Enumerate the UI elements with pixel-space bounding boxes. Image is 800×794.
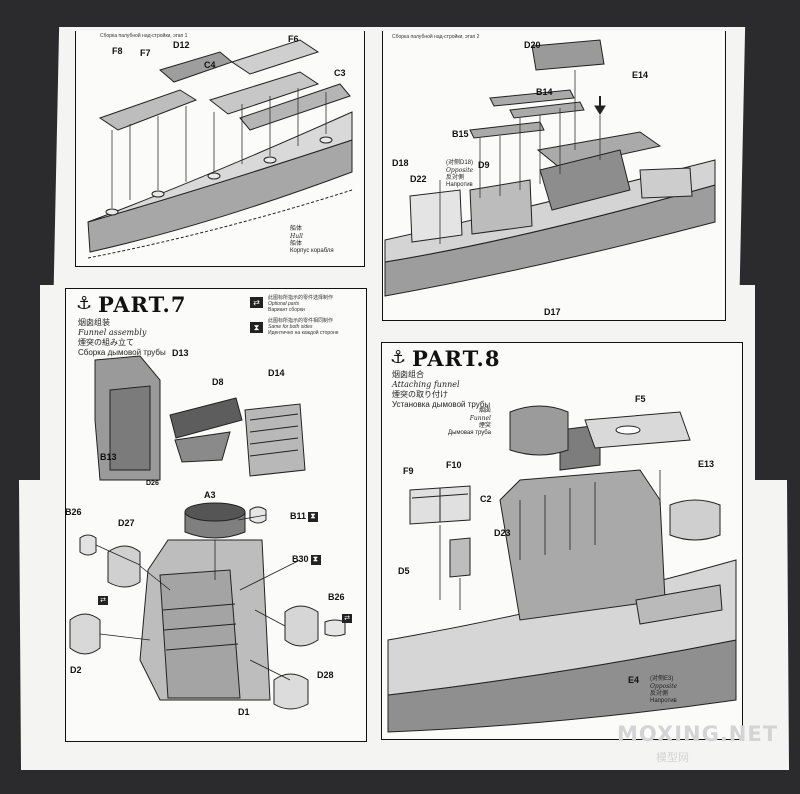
label-d9: D9	[478, 160, 490, 170]
label-d27: D27	[118, 518, 135, 528]
label-d13: D13	[172, 348, 189, 358]
opposite-note-jp: 反対側	[446, 175, 465, 181]
part7-subtitle-en: Funnel assembly	[78, 328, 147, 337]
part7-subtitle-ru: Сборка дымовой трубы	[78, 348, 166, 357]
hull-note-ru: Корпус корабля	[290, 248, 334, 254]
label-f5: F5	[635, 394, 646, 404]
label-b15: B15	[452, 129, 469, 139]
hull-note-cn: 船体	[290, 226, 303, 232]
part8-opposite-cn: (对侧E3)	[650, 676, 674, 682]
part7-funnel-drawing	[69, 355, 346, 710]
label-a3: A3	[204, 490, 216, 500]
label-d26: D26	[146, 480, 159, 487]
label-d23: D23	[494, 528, 511, 538]
top-right-header-ru: Сборка палубной над-стройки, этап 2	[392, 34, 480, 40]
label-b13: B13	[100, 452, 117, 462]
legend-same-cn: 此图标所指示的零件相同制作	[268, 318, 334, 324]
label-d22: D22	[410, 174, 427, 184]
label-d17: D17	[544, 307, 561, 317]
label-c4: C4	[204, 60, 216, 70]
label-b11-text: B11	[290, 511, 307, 521]
part7-subtitle: 烟囱组装 Funnel assembly 煙突の組み立て Сборка дымо…	[78, 318, 166, 358]
hull-note-en: Hull	[290, 233, 303, 240]
anchor-icon: ⚓	[390, 347, 407, 368]
label-f8: F8	[112, 46, 123, 56]
part7-title: PART.7	[98, 292, 187, 317]
legend-optional-en: Optional parts	[268, 301, 300, 307]
optional-parts-icon: ⇄	[342, 614, 352, 623]
opposite-note-en: Opposite	[446, 167, 474, 174]
label-e14: E14	[632, 70, 649, 80]
hull-note: 船体 Hull 船体 Корпус корабля	[290, 226, 334, 255]
part8-opposite-ru: Напротив	[650, 698, 677, 704]
part8-title: PART.8	[412, 346, 501, 371]
label-b14: B14	[536, 87, 553, 97]
part8-opposite-en: Opposite	[650, 683, 678, 690]
label-d28: D28	[317, 670, 334, 680]
top-right-hull-drawing	[384, 39, 716, 297]
same-both-sides-icon: ⧗	[308, 511, 319, 522]
anchor-icon: ⚓	[76, 293, 93, 314]
watermark-main: MOXING.NET	[617, 722, 779, 746]
label-d20: D20	[524, 40, 541, 50]
opposite-note-ru: Напротив	[446, 182, 473, 188]
label-d5: D5	[398, 566, 410, 576]
label-f10: F10	[446, 460, 462, 470]
legend-optional-cn: 此图标所指示的零件选择制作	[268, 295, 334, 301]
funnel-note: 烟囱 Funnel 煙突 Дымовая труба	[448, 408, 491, 437]
legend-same: 此图标所指示的零件相同制作 Same for both sides Иденти…	[268, 318, 339, 336]
label-b26-left: B26	[65, 507, 82, 517]
label-d1: D1	[238, 707, 250, 717]
top-left-hull-drawing	[87, 39, 353, 259]
legend-same-ru: Идентично на каждой стороне	[268, 330, 339, 336]
label-b11: B11⧗	[290, 511, 319, 522]
label-e4: E4	[628, 675, 640, 685]
part8-subtitle-cn: 烟囱组合	[392, 370, 424, 379]
label-c2: C2	[480, 494, 492, 504]
part8-subtitle: 烟囱组合 Attaching funnel 煙突の取り付け Установка …	[392, 370, 490, 410]
part8-subtitle-en: Attaching funnel	[392, 380, 460, 389]
opposite-note-cn: (对侧D18)	[446, 160, 474, 166]
funnel-note-cn: 烟囱	[478, 408, 491, 414]
legend-same-en: Same for both sides	[268, 324, 313, 330]
same-both-sides-icon: ⧗	[250, 322, 263, 333]
optional-parts-icon: ⇄	[250, 297, 263, 308]
part8-subtitle-ru: Установка дымовой трубы	[392, 400, 491, 409]
label-d2: D2	[70, 665, 82, 675]
label-e13: E13	[698, 459, 715, 469]
label-d12: D12	[173, 40, 190, 50]
label-c3: C3	[334, 68, 346, 78]
part7-subtitle-jp: 煙突の組み立て	[78, 338, 134, 347]
top-right-opposite-note: (对侧D18) Opposite 反対側 Напротив	[446, 160, 473, 189]
part8-opposite-note: (对侧E3) Opposite 反対側 Напротив	[650, 676, 677, 705]
label-d14: D14	[268, 368, 285, 378]
funnel-note-ru: Дымовая труба	[448, 430, 491, 436]
optional-parts-icon: ⇄	[98, 596, 108, 605]
label-f7: F7	[140, 48, 151, 58]
label-b30: B30⧗	[292, 554, 321, 565]
hull-note-jp: 船体	[290, 241, 303, 247]
label-d8: D8	[212, 377, 224, 387]
top-left-header-ru: Сборка палубной над-стройки, этап 1	[100, 33, 188, 39]
watermark-sub: 模型网	[656, 751, 689, 764]
legend-optional: 此图标所指示的零件选择制作 Optional parts Вариант сбо…	[268, 295, 333, 313]
label-f6: F6	[288, 34, 299, 44]
part7-subtitle-cn: 烟囱组装	[78, 318, 110, 327]
label-b26-right: B26	[328, 592, 345, 602]
funnel-note-jp: 煙突	[478, 423, 491, 429]
part8-subtitle-jp: 煙突の取り付け	[392, 390, 448, 399]
legend-optional-ru: Вариант сборки	[268, 307, 305, 313]
same-both-sides-icon: ⧗	[310, 554, 321, 565]
label-b30-text: B30	[292, 554, 309, 564]
label-d18: D18	[392, 158, 409, 168]
part8-opposite-jp: 反対側	[650, 691, 669, 697]
funnel-note-en: Funnel	[469, 415, 491, 422]
label-f9: F9	[403, 466, 414, 476]
part8-hull-drawing	[387, 405, 737, 733]
